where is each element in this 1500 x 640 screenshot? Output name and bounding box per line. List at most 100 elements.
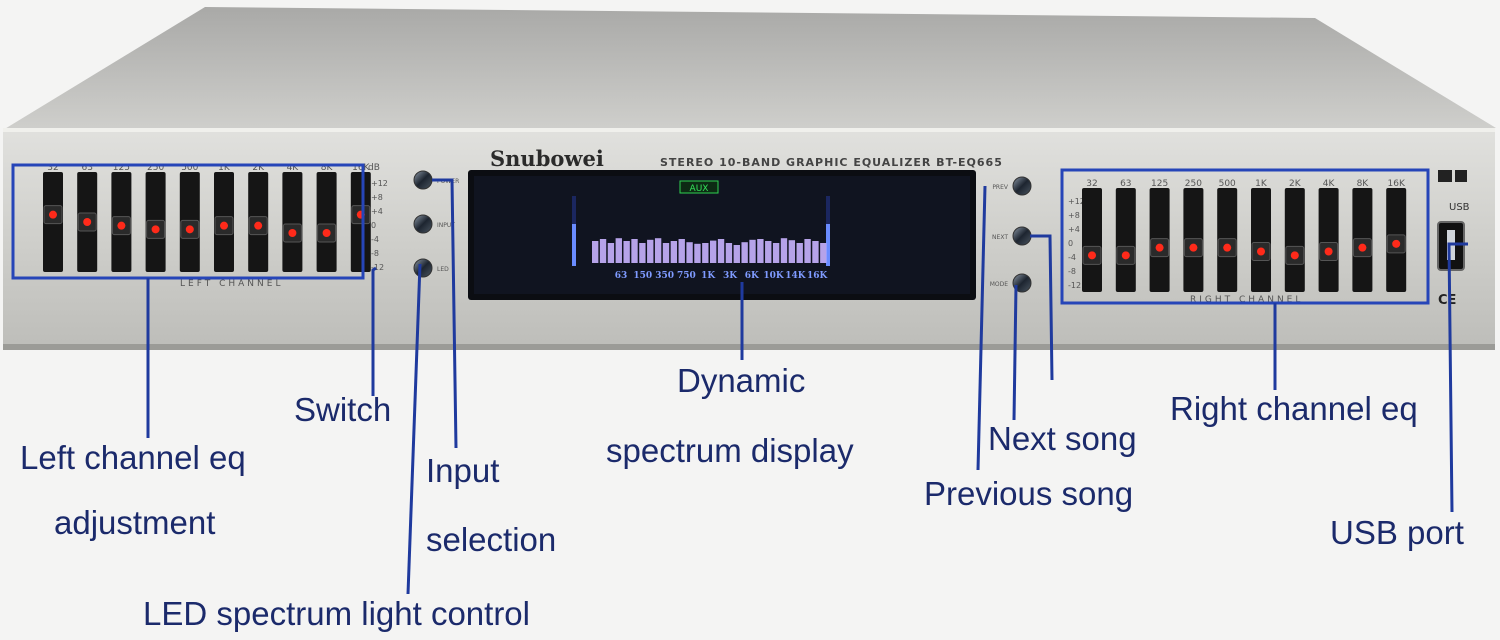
db-scale-label: -4 [1068,253,1076,262]
display-freq-label: 3K [723,271,738,281]
right-slider-led [1189,243,1198,252]
spectrum-bar [796,243,803,263]
left-freq-label: 32 [47,163,58,173]
spectrum-bar [623,241,630,263]
right-button-mode[interactable] [1012,273,1032,293]
display-freq-label: 63 [615,271,628,281]
aux-badge-label: AUX [690,184,709,194]
left-freq-label: 500 [181,163,198,173]
right-channel-label: RIGHT CHANNEL [1190,295,1303,305]
right-button-next[interactable] [1012,226,1032,246]
pointer-lines [146,178,1468,595]
db-scale-label: 0 [1068,239,1073,248]
button-label: MODE [990,281,1009,288]
right-slider-led [1088,251,1096,260]
display-freq-label: 150 [633,271,652,281]
left-slider-led [254,221,263,230]
ce-mark: CE [1438,293,1456,308]
db-scale-label: -12 [371,263,384,272]
right-slider-track [1251,188,1271,292]
db-scale-label: -12 [1068,281,1081,290]
left-freq-label: 2K [252,163,265,173]
db-scale-label: +4 [371,207,383,216]
button-label: NEXT [992,234,1008,241]
right-slider-led [1257,247,1265,256]
left-freq-label: 125 [113,163,130,173]
spectrum-bar [820,243,827,263]
spectrum-bar [631,239,638,263]
spectrum-bar [694,243,701,263]
right-slider-led [1392,239,1401,248]
left-freq-label: 63 [81,163,92,173]
right-freq-label: 500 [1219,179,1236,189]
left-slider-led [185,225,194,234]
db-scale-label: +8 [371,193,383,202]
display-freq-label: 6K [745,271,760,281]
spectrum-bar [804,239,811,263]
right-button-prev[interactable] [1012,176,1032,196]
level-meter-fill [826,224,830,266]
brand-logo: Snubowei [490,146,604,171]
callout-input-line2: selection [426,521,557,558]
right-slider-led [1324,247,1333,256]
db-scale-label: -4 [371,235,379,244]
spectrum-bar [772,243,780,263]
left-slider-track [316,172,337,272]
brand-badge [1438,170,1452,182]
right-slider-track [1318,188,1339,292]
left-freq-label: 4K [287,163,300,173]
right-slider-led [1358,243,1367,252]
right-freq-label: 16K [1388,179,1406,189]
left-db-label: dB [368,163,380,173]
spectrum-bar [717,239,725,263]
spectrum-bar [662,243,670,263]
right-slider-track [1082,188,1102,292]
callout-led: LED spectrum light control [143,595,530,632]
left-slider-led [151,225,160,234]
db-scale-label: +8 [1068,211,1080,220]
left-button-power[interactable] [413,170,433,190]
button-label: INPUT [437,222,455,229]
usb-label: USB [1449,202,1470,213]
spectrum-bar [725,243,733,263]
spectrum-bar [741,242,748,263]
left-slider-led [49,210,57,219]
callout-previous: Previous song [924,475,1134,512]
left-slider-led [322,229,331,237]
callout-left-eq-line2: adjustment [54,504,216,541]
left-eq-highlight [11,163,365,280]
spectrum-bar [749,239,756,263]
display-freq-label: 350 [655,271,674,281]
right-freq-label: 4K [1323,179,1336,189]
spectrum-bar [592,241,599,263]
right-freq-label: 32 [1086,179,1097,189]
right-freq-label: 8K [1357,179,1370,189]
db-scale-label: +12 [371,179,388,188]
spectrum-bar [639,243,646,263]
callout-input-line1: Input [426,452,500,489]
display-freq-label: 14K [785,271,807,281]
left-button-led[interactable] [413,258,433,278]
left-slider-led [220,221,228,230]
callout-next: Next song [988,420,1137,457]
display-freq-label: 1K [701,271,716,281]
spectrum-bar [654,238,662,263]
spectrum-bar [686,242,693,263]
spectrum-bar [788,240,796,263]
callout-usb: USB port [1330,514,1464,551]
left-channel-label: LEFT CHANNEL [180,279,283,289]
right-slider-led [1121,251,1130,260]
left-button-input[interactable] [413,214,433,234]
left-freq-label: 250 [147,163,164,173]
right-freq-label: 63 [1120,179,1131,189]
db-scale-label: +4 [1068,225,1080,234]
spectrum-bar [765,241,772,263]
spectrum-bar [647,239,654,263]
display-freq-label: 16K [807,271,829,281]
left-slider-track [282,172,303,272]
right-slider-track [1115,188,1136,292]
aux-badge [679,180,719,194]
